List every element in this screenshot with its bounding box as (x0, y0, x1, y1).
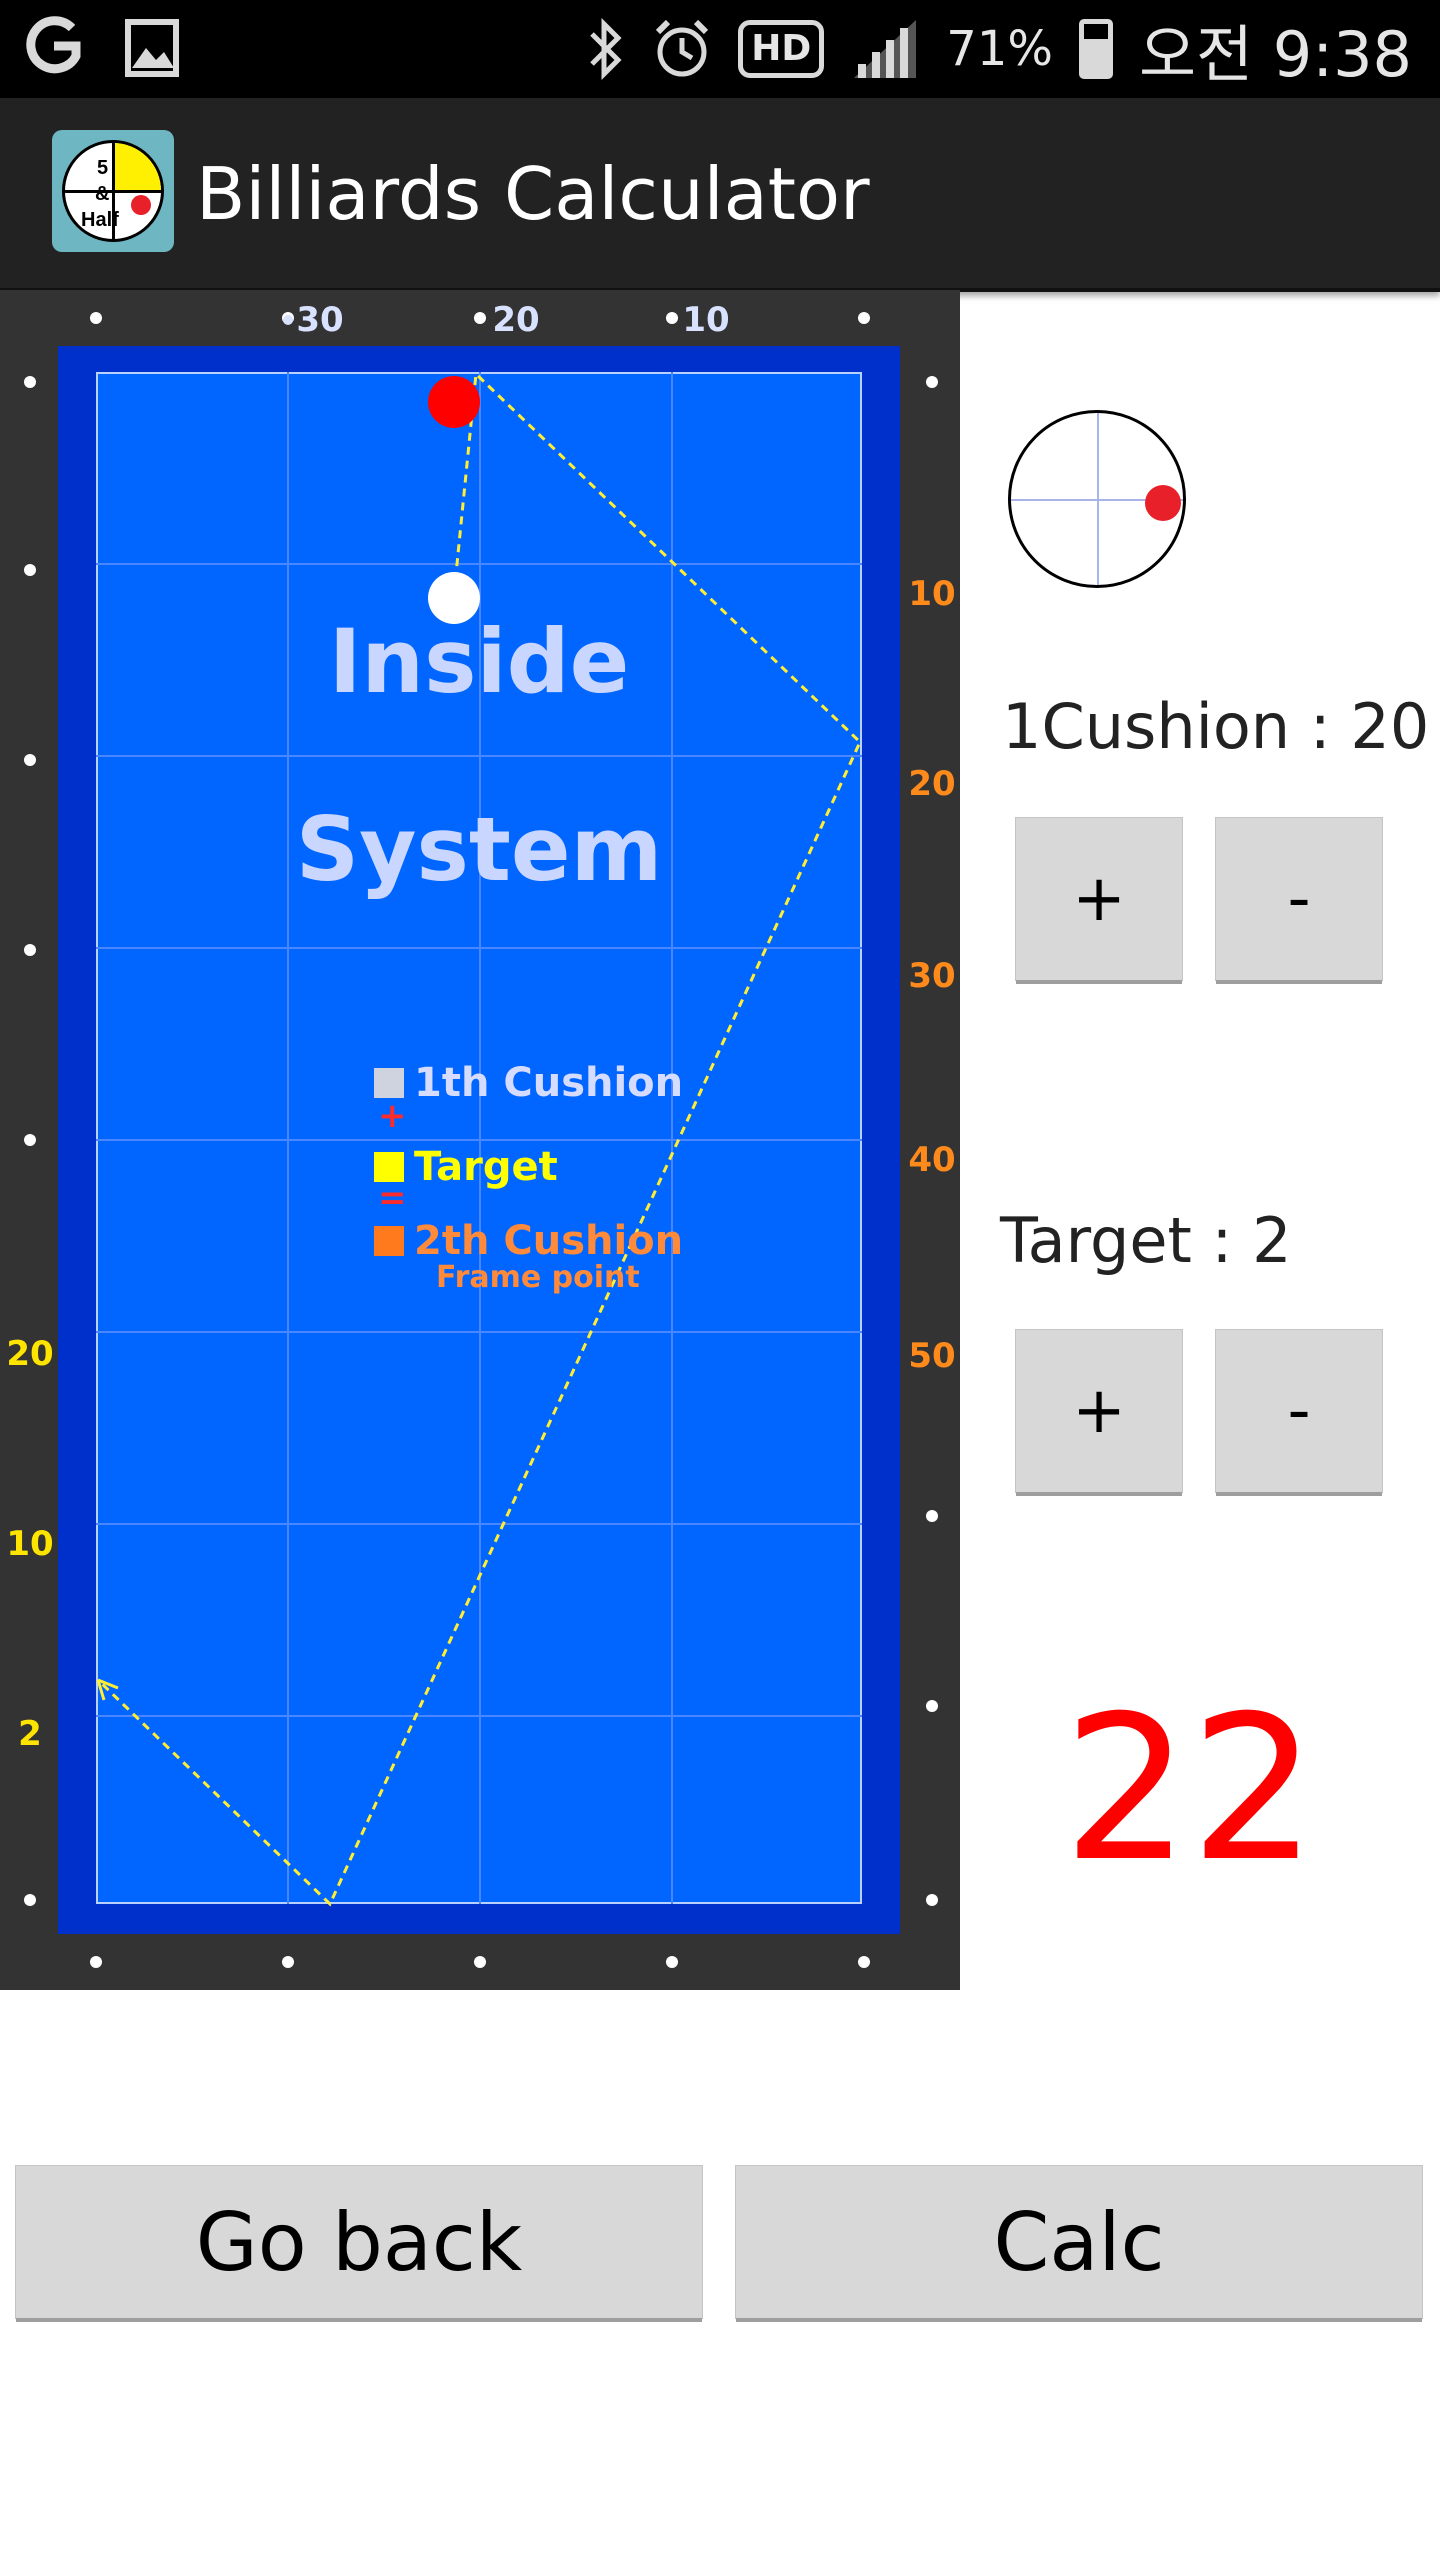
diamond (24, 1894, 36, 1906)
legend-second-cushion: 2th Cushion (374, 1218, 683, 1264)
legend-first-cushion-label: 1th Cushion (414, 1060, 684, 1106)
legend-plus: + (378, 1096, 407, 1136)
right-rail-number: 20 (908, 764, 956, 804)
battery-percent: 71% (946, 21, 1053, 77)
diamond (666, 312, 678, 324)
english-dot (1145, 485, 1181, 521)
battery-icon (1078, 19, 1113, 79)
legend-square-gray (374, 1068, 404, 1098)
legend-target: Target (374, 1144, 558, 1190)
legend-first-cushion: 1th Cushion (374, 1060, 683, 1106)
left-rail-number: 2 (18, 1714, 42, 1754)
legend-square-orange (374, 1226, 404, 1256)
cushion-plus-button[interactable]: + (1016, 818, 1182, 980)
app-logo-icon: 5 & Half (52, 130, 174, 252)
logo-text-top: 5 (97, 157, 109, 179)
go-back-button[interactable]: Go back (16, 2166, 702, 2318)
right-rail-number: 50 (908, 1336, 956, 1376)
right-rail-number: 10 (908, 574, 956, 614)
diamond (282, 1956, 294, 1968)
legend-target-label: Target (414, 1144, 558, 1190)
top-rail-number: 30 (296, 300, 344, 340)
alarm-icon (656, 19, 709, 77)
logo-text-bottom: Half (81, 209, 119, 231)
gesture-icon (26, 16, 81, 74)
diamond (90, 1956, 102, 1968)
signal-icon (854, 20, 917, 78)
clock: 오전 9:38 (1138, 18, 1412, 91)
legend-second-cushion-label: 2th Cushion (414, 1218, 684, 1264)
left-rail-number: 10 (6, 1524, 54, 1564)
system-title-line2: System (295, 798, 663, 901)
app-title: Billiards Calculator (196, 152, 870, 236)
diamond (858, 312, 870, 324)
logo-text-mid: & (95, 183, 110, 205)
diamond (858, 1956, 870, 1968)
target-minus-button[interactable]: - (1216, 1330, 1382, 1492)
target-value-label: Target : 2 (1000, 1204, 1292, 1277)
hd-badge: HD (738, 20, 825, 78)
diamond (24, 944, 36, 956)
cushion-value-label: 1Cushion : 20 (1002, 690, 1430, 763)
target-plus-button[interactable]: + (1016, 1330, 1182, 1492)
right-rail-number: 30 (908, 956, 956, 996)
action-bar: 5 & Half Billiards Calculator (0, 98, 1440, 292)
cue-ball[interactable] (428, 572, 480, 624)
diamond (474, 1956, 486, 1968)
table-overlay (96, 370, 862, 1907)
diamond (283, 315, 293, 325)
result-value: 22 (1062, 1673, 1318, 1906)
bluetooth-icon (590, 18, 622, 80)
diamond (24, 376, 36, 388)
right-rail-number: 40 (908, 1140, 956, 1180)
diamond (24, 754, 36, 766)
cushion-minus-button[interactable]: - (1216, 818, 1382, 980)
diamond (926, 376, 938, 388)
status-right: HD 71% 오전 9:38 (586, 0, 1412, 98)
diamond (24, 1134, 36, 1146)
red-ball[interactable] (428, 376, 480, 428)
path-arrowhead (96, 1678, 119, 1701)
english-selector[interactable] (1008, 410, 1186, 588)
top-rail-number: 20 (492, 300, 540, 340)
diamond (90, 312, 102, 324)
calc-button[interactable]: Calc (736, 2166, 1422, 2318)
diamond (474, 312, 486, 324)
legend-equals: = (378, 1178, 407, 1218)
diamond (926, 1894, 938, 1906)
diamond (24, 564, 36, 576)
diamond (666, 1956, 678, 1968)
status-left-icons (24, 16, 180, 80)
shot-path (96, 370, 862, 1907)
top-rail-number: 10 (682, 300, 730, 340)
diamond (926, 1510, 938, 1522)
billiard-table[interactable]: Inside System 1th Cushion + Target = 2th… (0, 290, 960, 1990)
diamond (926, 1700, 938, 1712)
legend-square-yellow (374, 1152, 404, 1182)
status-bar: HD 71% 오전 9:38 (0, 0, 1440, 98)
left-rail-number: 20 (6, 1334, 54, 1374)
system-title-line1: Inside (328, 610, 630, 713)
gallery-icon (125, 19, 179, 77)
legend-frame-point: Frame point (436, 1260, 640, 1295)
